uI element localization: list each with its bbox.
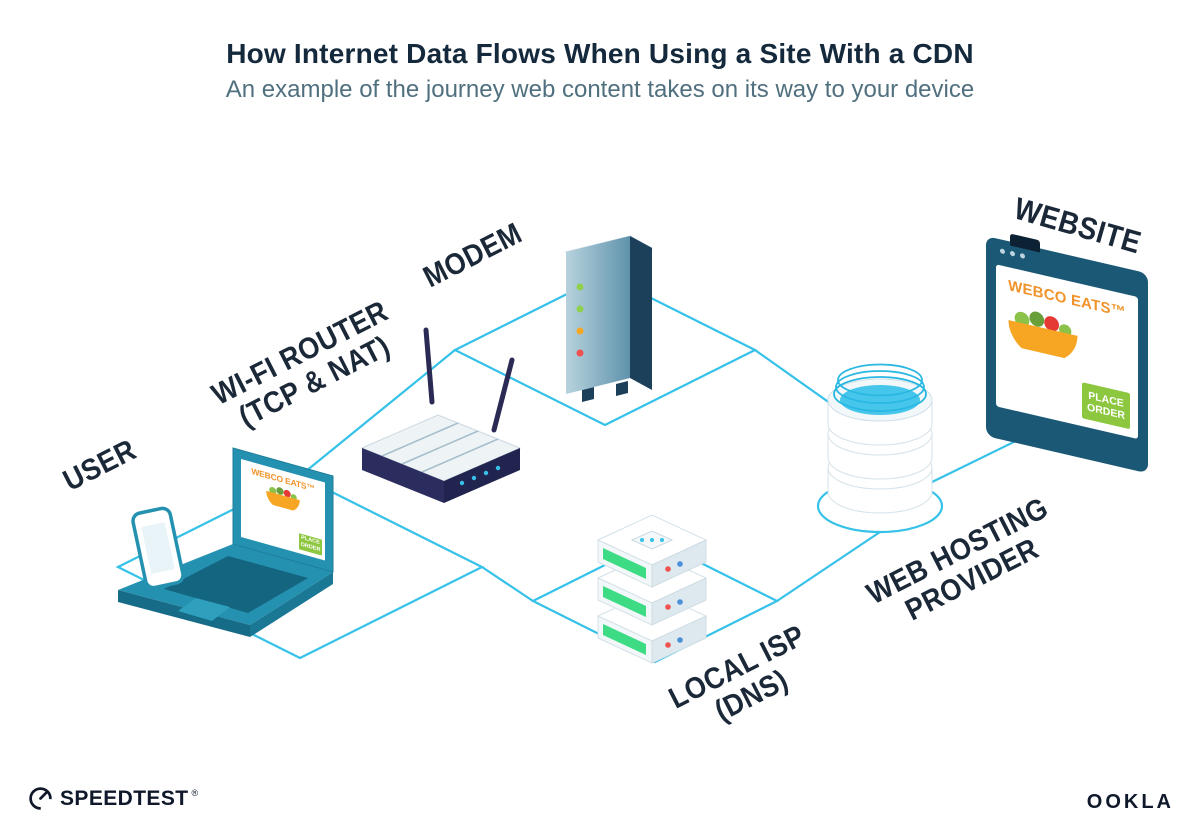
trackpad (178, 598, 230, 621)
led-green (576, 283, 584, 291)
led-orange (576, 327, 584, 335)
ookla-logo: OOKLA (1086, 791, 1174, 813)
place-order-button: PLACE ORDER (1082, 382, 1130, 430)
taco-icon (1008, 311, 1078, 361)
browser-dots-icon (1000, 248, 1025, 260)
keyboard (164, 556, 308, 613)
isp-server-illustration (597, 514, 707, 664)
speedtest-wordmark: SPEEDTEST (60, 786, 189, 810)
page-title: How Internet Data Flows When Using a Sit… (226, 38, 974, 69)
registered-mark: ® (191, 788, 199, 798)
water-fill (840, 385, 920, 415)
page-subtitle: An example of the journey web content ta… (225, 76, 975, 103)
laptop-screen: WEBCO EATS™ PLACE ORDER (241, 459, 325, 561)
speedtest-gauge-icon (29, 787, 52, 810)
speedtest-logo: SPEEDTEST ® (28, 786, 198, 811)
phone-illustration (131, 506, 185, 590)
hosting-database-illustration (827, 363, 933, 514)
antenna-icon (423, 327, 435, 405)
wifi-router-illustration (360, 327, 522, 503)
laptop-order-button: PLACE ORDER (299, 533, 322, 556)
website-page: WEBCO EATS™ PLACE ORDER (996, 264, 1138, 440)
modem-illustration (564, 235, 654, 402)
antenna-icon (491, 357, 515, 433)
website-browser-window: WEBCO EATS™ PLACE ORDER (986, 233, 1148, 474)
led-green (576, 305, 584, 313)
led-red (576, 349, 584, 357)
